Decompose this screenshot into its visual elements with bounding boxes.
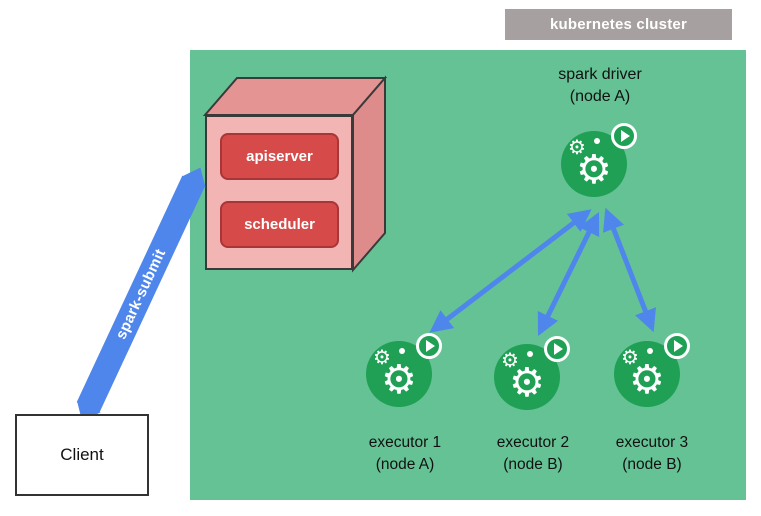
play-icon: [611, 123, 637, 149]
gear-icon: ⚙: [509, 361, 545, 405]
executor2-label: executor 2 (node B): [463, 432, 603, 475]
gear-icon: ⚙: [381, 358, 417, 402]
spark-submit-arrow: spark-submit: [76, 175, 205, 413]
dot-icon: [399, 348, 405, 354]
executor1-title: executor 1: [368, 434, 442, 451]
gear-icon: ⚙: [501, 350, 519, 372]
spark-driver-node: (node A): [569, 88, 631, 106]
play-icon: [664, 333, 690, 359]
spark-driver-label: spark driver (node A): [520, 64, 680, 109]
gear-icon: ⚙: [576, 148, 612, 192]
play-icon: [544, 336, 570, 362]
executor1-label: executor 1 (node A): [335, 432, 475, 475]
spark-driver-title: spark driver: [558, 66, 642, 83]
executor1-icon: ⚙ ⚙: [366, 333, 442, 411]
scheduler-box: scheduler: [220, 201, 339, 248]
gear-icon: ⚙: [373, 347, 391, 369]
executor3-label: executor 3 (node B): [582, 432, 722, 475]
client-label: Client: [60, 445, 104, 464]
client-box: Client: [15, 414, 149, 496]
executor2-node: (node B): [503, 455, 563, 473]
gear-icon: ⚙: [568, 137, 586, 159]
dot-icon: [594, 138, 600, 144]
executor1-node: (node A): [375, 455, 435, 473]
play-icon: [416, 333, 442, 359]
control-plane-box: apiserver scheduler: [205, 115, 353, 270]
executor3-icon: ⚙ ⚙: [614, 333, 690, 411]
apiserver-box: apiserver: [220, 133, 339, 180]
spark-driver-icon: ⚙ ⚙: [561, 123, 637, 201]
executor2-title: executor 2: [496, 434, 570, 451]
dot-icon: [647, 348, 653, 354]
executor3-title: executor 3: [615, 434, 689, 451]
spark-submit-label: spark-submit: [112, 246, 170, 343]
executor2-icon: ⚙ ⚙: [494, 336, 570, 414]
gear-icon: ⚙: [621, 347, 639, 369]
executor3-node: (node B): [622, 455, 682, 473]
kubernetes-cluster-label: kubernetes cluster: [505, 9, 732, 40]
dot-icon: [527, 351, 533, 357]
gear-icon: ⚙: [629, 358, 665, 402]
